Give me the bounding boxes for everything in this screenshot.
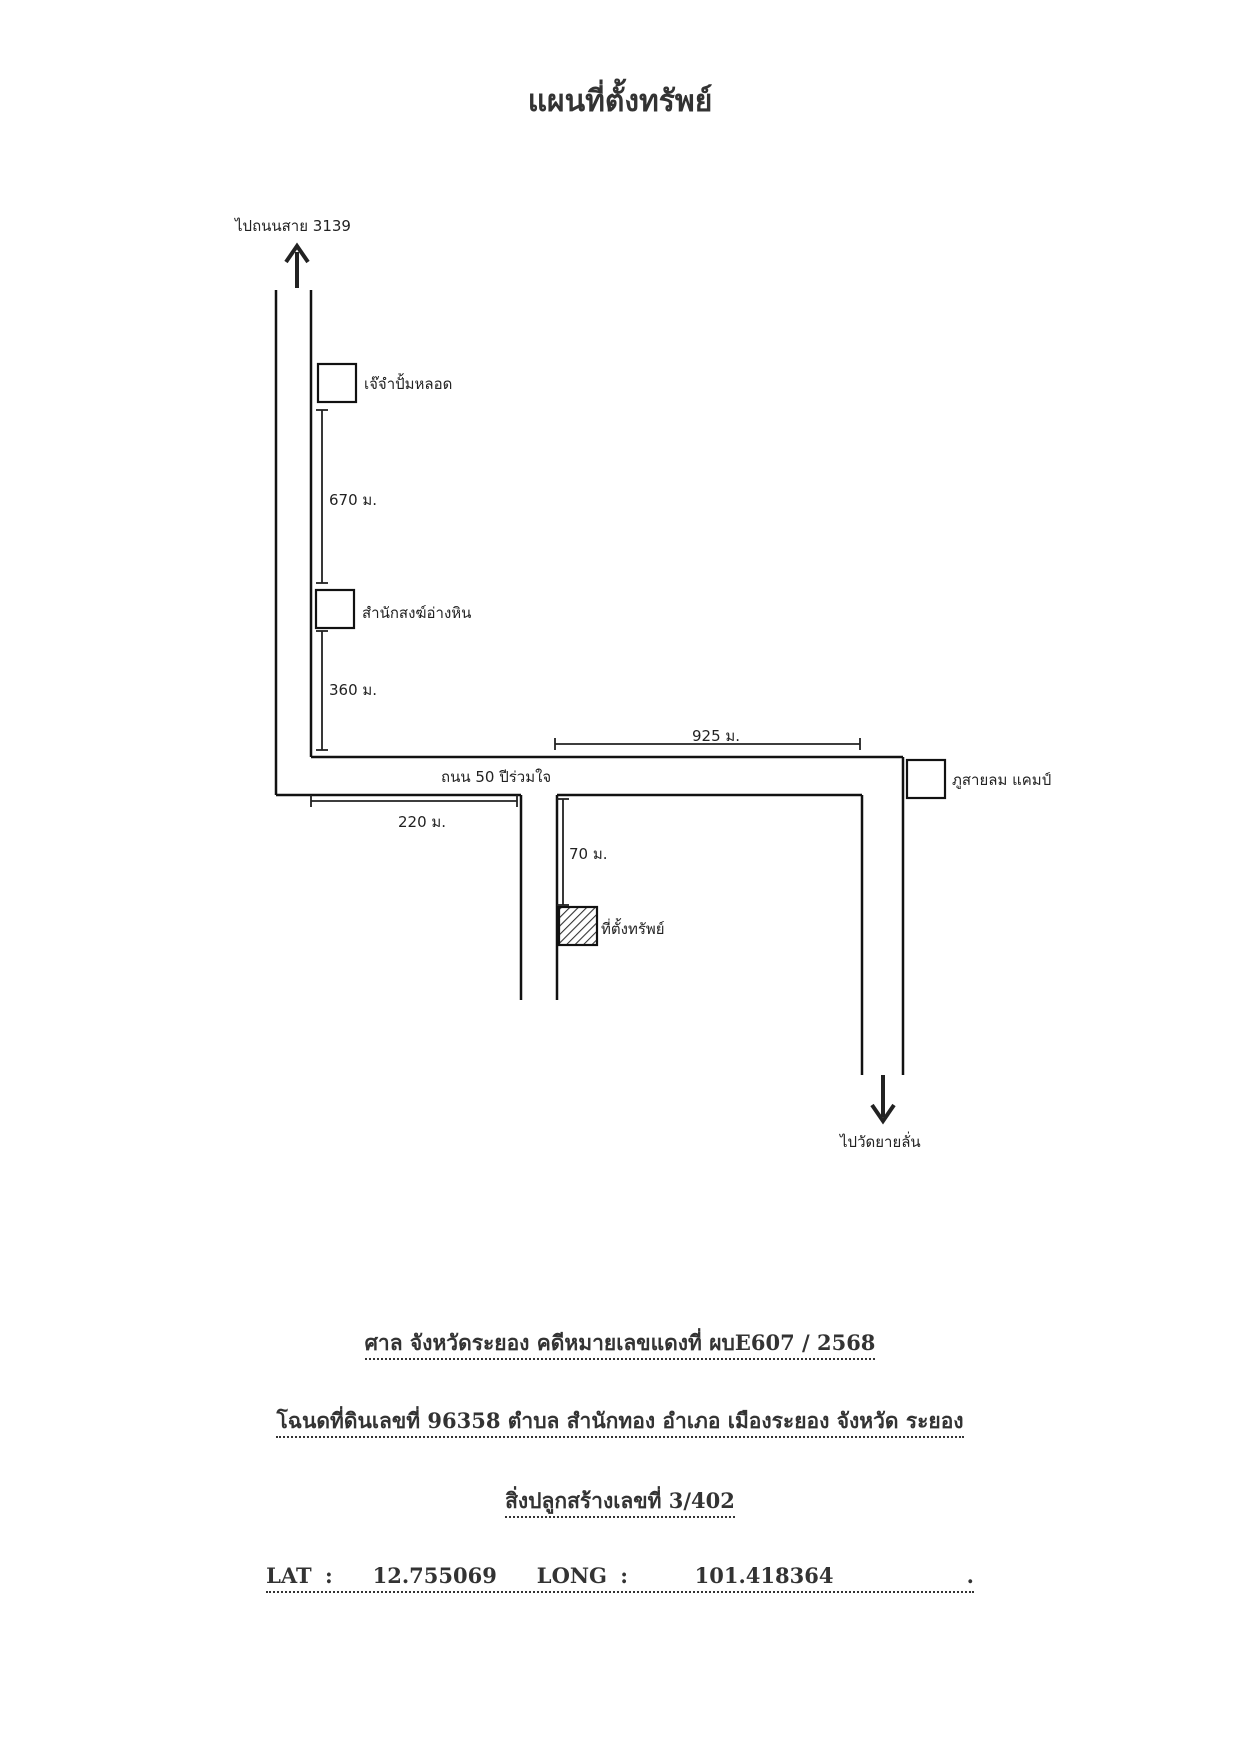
north-arrow-icon	[284, 242, 310, 288]
distance-70-label: 70 ม.	[569, 845, 608, 863]
road-name-label: ถนน 50 ปีร่วมใจ	[441, 768, 552, 786]
location-map	[274, 242, 947, 1125]
case-number-line: ศาล จังหวัดระยอง คดีหมายเลขแดงที่ ผบE607…	[0, 1327, 1240, 1360]
building-text: สิ่งปลูกสร้างเลขที่ 3/402	[505, 1488, 735, 1518]
distance-360-label: 360 ม.	[329, 681, 378, 699]
property-label: ที่ตั้งทรัพย์	[601, 920, 665, 938]
dimension-lines	[310, 409, 861, 906]
coordinates-text: LAT : 12.755069 LONG : 101.418364 .	[266, 1563, 974, 1593]
long-value: 101.418364	[694, 1563, 834, 1588]
building-line: สิ่งปลูกสร้างเลขที่ 3/402	[0, 1485, 1240, 1518]
road-lines	[274, 290, 905, 1075]
north-direction-label: ไปถนนสาย 3139	[235, 217, 351, 235]
lat-value: 12.755069	[372, 1563, 497, 1588]
trailing-dot: .	[966, 1563, 974, 1588]
property-marker	[557, 905, 599, 947]
south-arrow-icon	[870, 1075, 896, 1125]
deed-text: โฉนดที่ดินเลขที่ 96358 ตำบล สำนักทอง อำเ…	[276, 1408, 964, 1438]
long-label: LONG :	[536, 1563, 629, 1588]
coordinates-line: LAT : 12.755069 LONG : 101.418364 .	[0, 1563, 1240, 1593]
lat-label: LAT :	[266, 1563, 333, 1588]
south-direction-label: ไปวัดยายลั่น	[840, 1133, 921, 1151]
landmark-1-box	[316, 362, 358, 404]
landmark-1-label: เจ๊จำปั้มหลอด	[364, 375, 453, 393]
distance-220-label: 220 ม.	[398, 813, 447, 831]
landmark-3-box	[905, 758, 947, 800]
page-title: แผนที่ตั้งทรัพย์	[527, 84, 713, 119]
distance-670-label: 670 ม.	[329, 491, 378, 509]
landmark-3-label: ภูสายลม แคมป์	[952, 771, 1052, 789]
deed-line: โฉนดที่ดินเลขที่ 96358 ตำบล สำนักทอง อำเ…	[0, 1405, 1240, 1438]
case-number-text: ศาล จังหวัดระยอง คดีหมายเลขแดงที่ ผบE607…	[364, 1330, 876, 1360]
landmark-2-box	[314, 588, 356, 630]
distance-925-label: 925 ม.	[692, 727, 741, 745]
landmark-2-label: สำนักสงฆ์อ่างหิน	[362, 604, 472, 622]
